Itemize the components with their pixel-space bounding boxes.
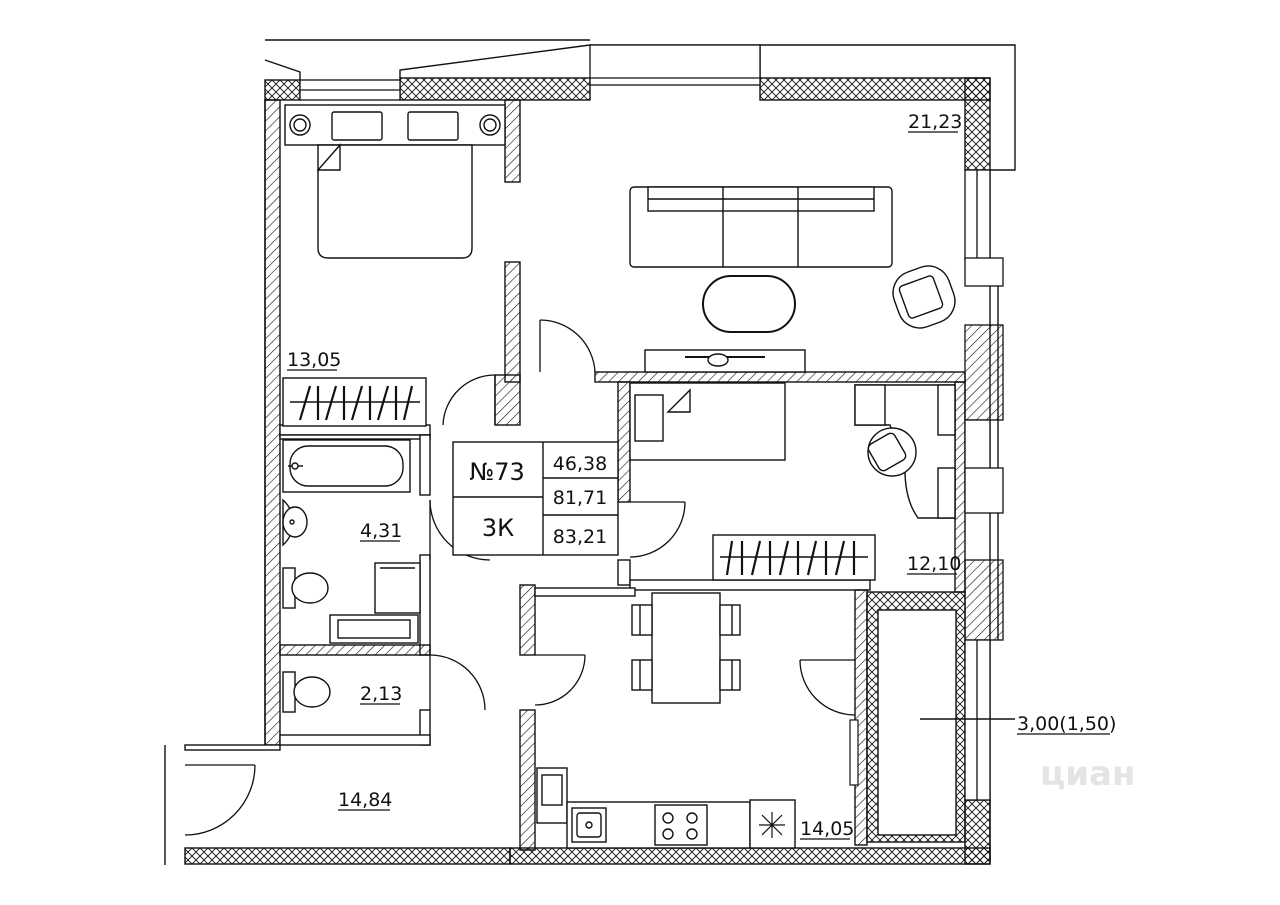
wardrobe-bedroom [282,377,427,427]
watermark: циан [1040,754,1135,794]
radiator [849,719,859,786]
bedroom-area-label: 13,05 [287,349,341,371]
kitchen-area-label: 14,05 [800,818,854,840]
toilet-bathroom [282,567,329,609]
office-chair [867,427,917,477]
bed [284,104,506,259]
wardrobe-study [712,534,876,581]
living-area-value: 46,38 [553,453,607,475]
bathtub [282,439,411,493]
windows [299,44,1004,801]
balcony [877,609,1015,836]
sofa [629,186,893,268]
wc-area-label: 2,13 [360,683,402,705]
apartment-number: №73 [469,458,525,486]
balcony-area-label: 3,00(1,50) [1017,713,1116,735]
total-area-with-balcony-value: 83,21 [553,526,607,548]
doors [184,319,856,836]
tv-stand [644,349,806,373]
apartment-type: 3К [482,514,514,542]
study-bed [629,382,786,461]
study-area-label: 12,10 [907,553,961,575]
kitchen-counter [536,767,796,849]
toilet-wc [282,671,331,713]
bathroom-area-label: 4,31 [360,520,402,542]
dining-table [631,592,741,704]
washing-machine [329,562,421,644]
sink [282,498,308,547]
coffee-table [702,275,796,333]
armchair [892,265,956,329]
hallway-area-label: 14,84 [338,789,392,811]
total-area-value: 81,71 [553,487,607,509]
living-room-area-label: 21,23 [908,111,962,133]
apartment-info-table [452,441,619,556]
